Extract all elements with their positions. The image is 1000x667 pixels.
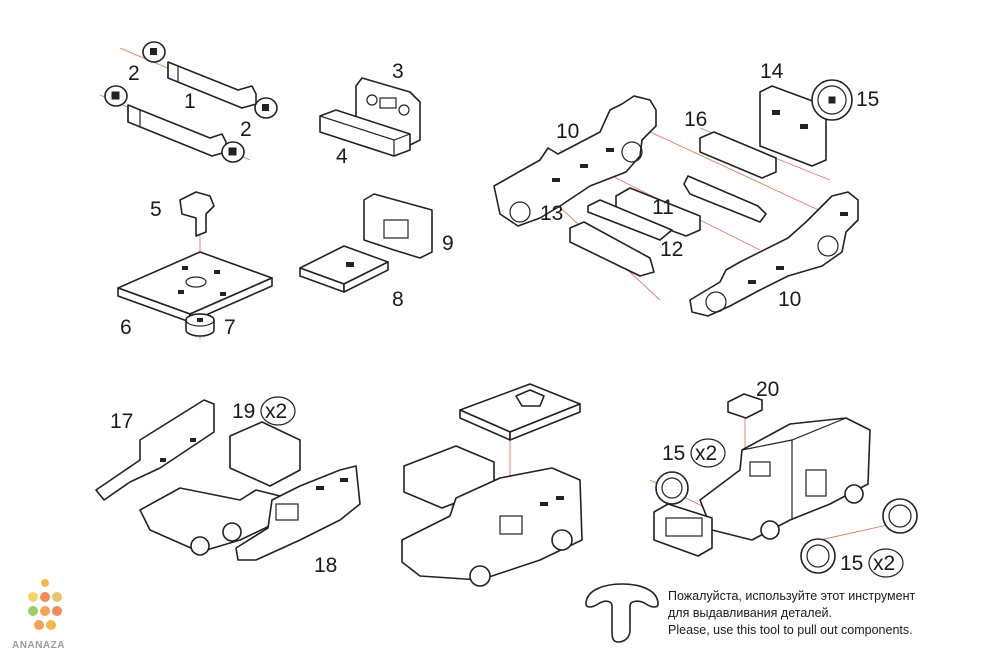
wheel-part-2b (104, 85, 128, 107)
body-assembled-stage-2 (401, 467, 583, 581)
instruction-ru-line-2: для выдавливания деталей. (668, 606, 832, 620)
chassis-group: 10 16 14 15 13 11 12 10 (493, 60, 879, 317)
instruction-ru-line-1: Пожалуйста, используйте этот инструмент (668, 589, 916, 603)
pull-out-tool-icon (585, 583, 659, 643)
label-part-10b: 10 (778, 288, 801, 311)
brand-logo-icon (28, 579, 62, 630)
gear-part-15-rear (882, 498, 918, 534)
label-part-16: 16 (684, 108, 707, 131)
base-group: 5 6 7 (117, 191, 273, 340)
gear-part-15 (811, 79, 853, 121)
wheel-part-2a (142, 41, 166, 63)
label-part-13: 13 (540, 202, 563, 225)
label-part-15: 15 (856, 88, 879, 111)
label-part-2a: 2 (128, 62, 140, 85)
qty-badge-19 (260, 396, 296, 426)
label-part-1: 1 (184, 90, 196, 113)
label-part-19: 19 (232, 400, 255, 423)
tool-instruction-note: Пожалуйста, используйте этот инструмент … (668, 588, 988, 639)
seat-group: 9 8 (299, 193, 454, 311)
label-part-4: 4 (336, 145, 348, 168)
bumper-part-4 (319, 109, 411, 157)
post-part-5 (179, 191, 215, 237)
gear-part-15-front (800, 538, 836, 574)
frame-part-9 (363, 193, 433, 259)
label-part-12: 12 (660, 238, 683, 261)
crossbar-part-12 (587, 199, 673, 241)
side-panel-part-10a (493, 95, 657, 227)
gear-part-15-left (655, 471, 689, 505)
label-part-2b: 2 (240, 118, 252, 141)
label-part-5: 5 (150, 198, 162, 221)
qty-part-15b: x2 (695, 442, 717, 465)
label-part-20: 20 (756, 378, 779, 401)
axle-part-13 (569, 221, 655, 277)
bracket-part-14 (759, 85, 827, 167)
qty-part-15c: x2 (873, 552, 895, 575)
grille-group: 3 4 (319, 60, 421, 168)
qty-part-19: x2 (265, 400, 287, 423)
label-part-11: 11 (652, 196, 674, 219)
axle-part-lower (127, 104, 227, 157)
vehicle-stage-1: 17 19 x2 18 (95, 396, 361, 577)
label-part-8: 8 (392, 288, 404, 311)
axle-part-upper (167, 61, 257, 109)
label-part-9: 9 (442, 232, 454, 255)
label-part-6: 6 (120, 316, 132, 339)
body-assembled-stage-3 (699, 417, 871, 541)
label-part-18: 18 (314, 554, 337, 577)
brand-name: ANANAZA (12, 640, 65, 651)
crossbar-part-16 (699, 131, 777, 179)
hatch-part-20 (727, 393, 763, 419)
wheel-part-2d (221, 141, 245, 163)
side-panel-part-10b (689, 191, 859, 317)
label-part-15b: 15 (662, 442, 685, 465)
axle-group: 2 1 2 (99, 41, 278, 163)
ring-part-7 (185, 313, 215, 337)
front-grille-stage-3 (653, 503, 713, 557)
roof-panel-part-17 (95, 399, 215, 501)
label-part-14: 14 (760, 60, 784, 83)
qty-badge-15c (868, 548, 904, 578)
label-part-7: 7 (224, 316, 236, 339)
axle-part-chassis (683, 175, 767, 223)
frame-part-19 (229, 421, 301, 487)
vehicle-stage-2 (401, 383, 583, 587)
vehicle-stage-3: 20 15 x2 15 x2 (649, 378, 918, 578)
label-part-3: 3 (392, 60, 404, 83)
label-part-15c: 15 (840, 552, 863, 575)
wheel-part-2c (254, 97, 278, 119)
qty-badge-15b (690, 438, 726, 468)
label-part-10a: 10 (556, 120, 579, 143)
instruction-en-line: Please, use this tool to pull out compon… (668, 623, 913, 637)
label-part-17: 17 (110, 410, 133, 433)
